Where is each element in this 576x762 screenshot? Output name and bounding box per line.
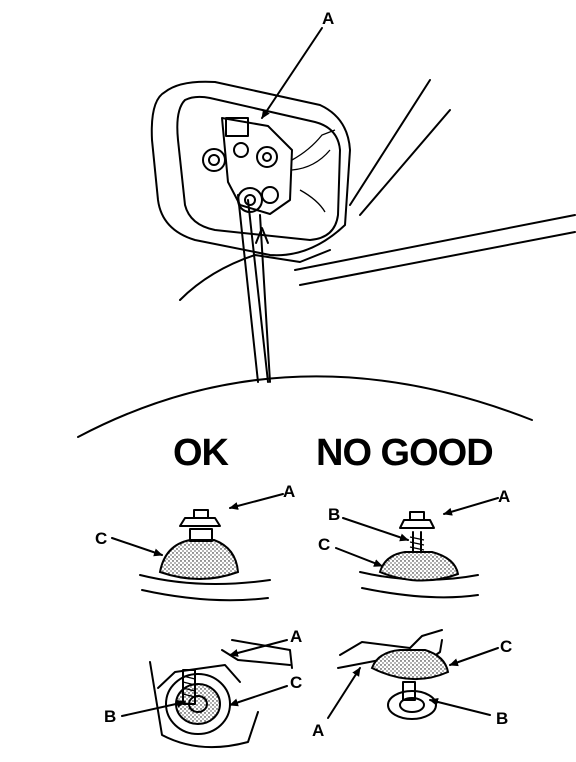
heading-ok: OK [173, 432, 230, 474]
callout-ng-top-b: B [328, 505, 340, 524]
callout-ng-bot-a: A [312, 721, 324, 740]
callout-ok-top-a: A [283, 482, 295, 501]
callout-ng-bot-b: B [496, 709, 508, 728]
callout-ok-top-c: C [95, 529, 107, 548]
callout-ok-bot-b: B [104, 707, 116, 726]
callout-ng-top-a: A [498, 487, 510, 506]
heading-no-good: NO GOOD [316, 432, 493, 474]
detail-ok-bottom [121, 639, 293, 749]
callout-ng-top-c: C [318, 535, 330, 554]
callout-mirror-a: A [322, 9, 334, 28]
mirror-assembly [150, 27, 576, 383]
detail-ok-top [111, 493, 284, 602]
callout-ng-bot-c: C [500, 637, 512, 656]
detail-zone-arc [77, 375, 533, 438]
callout-ok-bot-a: A [290, 627, 302, 646]
detail-ng-top [335, 497, 499, 599]
callout-ok-bot-c: C [290, 673, 302, 692]
detail-ng-bottom [327, 629, 499, 720]
